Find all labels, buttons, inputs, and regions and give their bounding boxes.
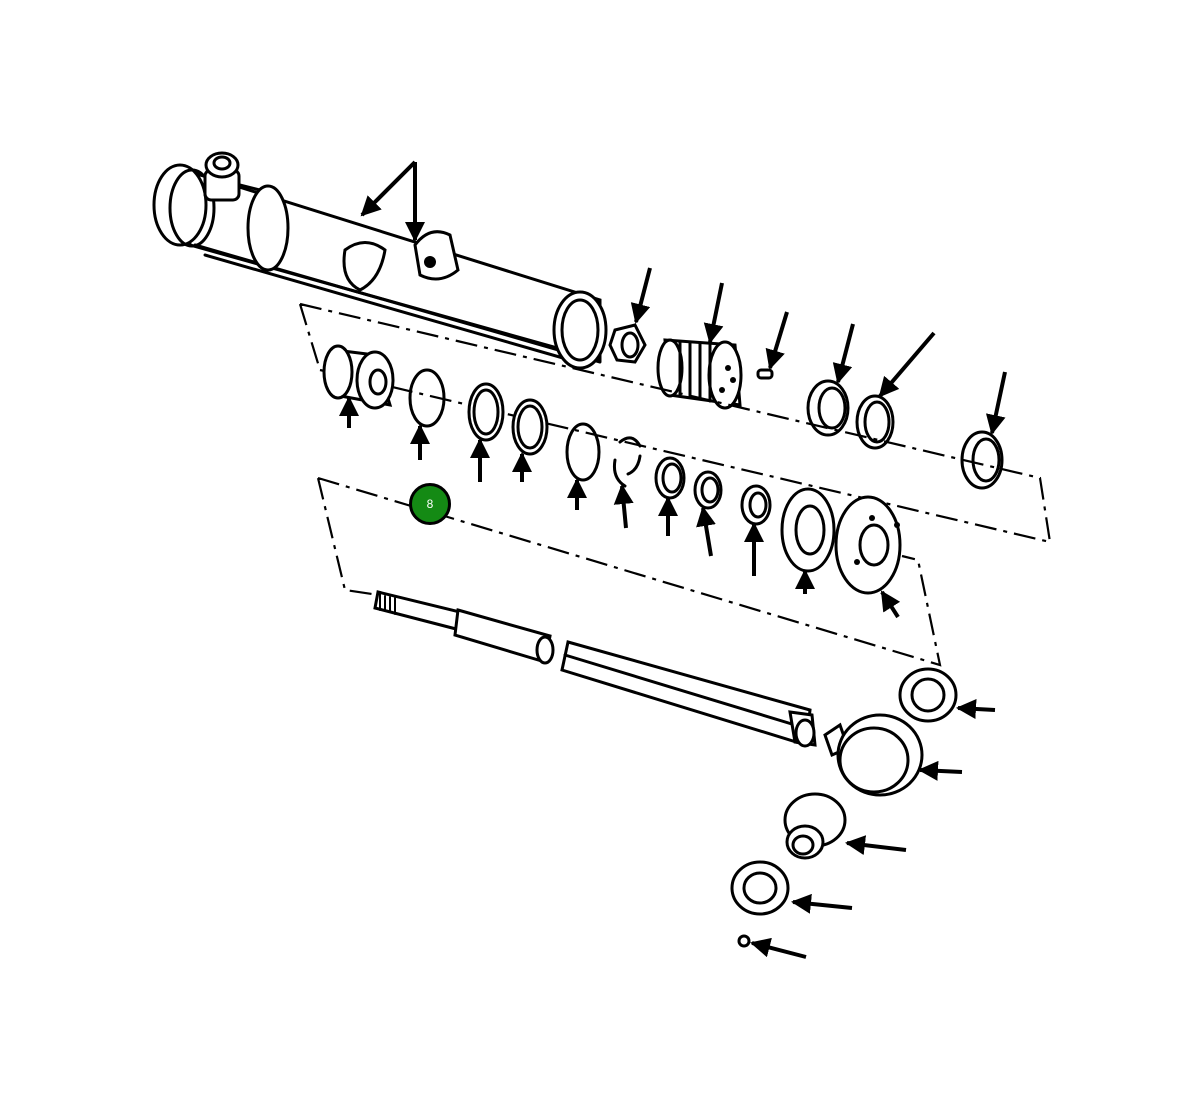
callout-label: 8 xyxy=(426,497,434,511)
assembly-leader-lower xyxy=(316,476,942,667)
assembly-leader-upper xyxy=(298,302,1052,544)
rod-clevis-group xyxy=(730,667,996,959)
cylinder-barrel xyxy=(152,151,608,370)
callout-badge-8[interactable]: 8 xyxy=(409,483,451,525)
piston-rod xyxy=(373,590,817,748)
piston-group xyxy=(608,267,1007,490)
head-gland-group xyxy=(322,344,902,619)
